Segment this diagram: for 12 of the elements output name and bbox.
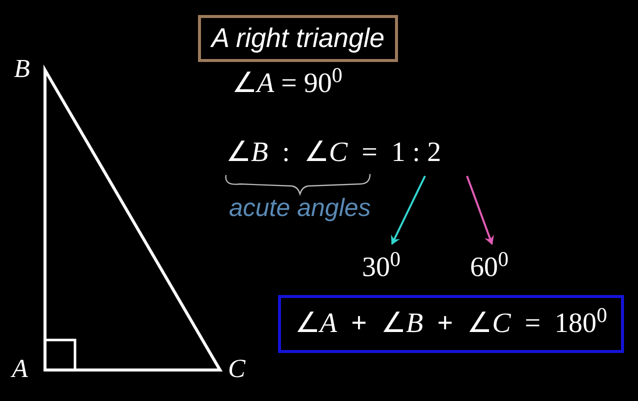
ratio-equation: ∠B : ∠C = 1 : 2 [226,132,486,174]
vertex-label: A [12,356,28,382]
arrow [466,176,494,245]
sum-equation-box: ∠A + ∠B + ∠C = 180$^{0}$ [278,295,624,353]
angle-value: 60$^{0}$ [470,248,534,288]
vertex-label: C [228,356,246,382]
note-text: acute angles [229,196,371,221]
title-box: A right triangle [198,15,398,62]
vertex-label: B [14,56,30,82]
angle-value: 30$^{0}$ [362,248,426,288]
arrow [391,176,426,245]
angle-equation: ∠A = 90$^{0}$ [232,70,342,98]
